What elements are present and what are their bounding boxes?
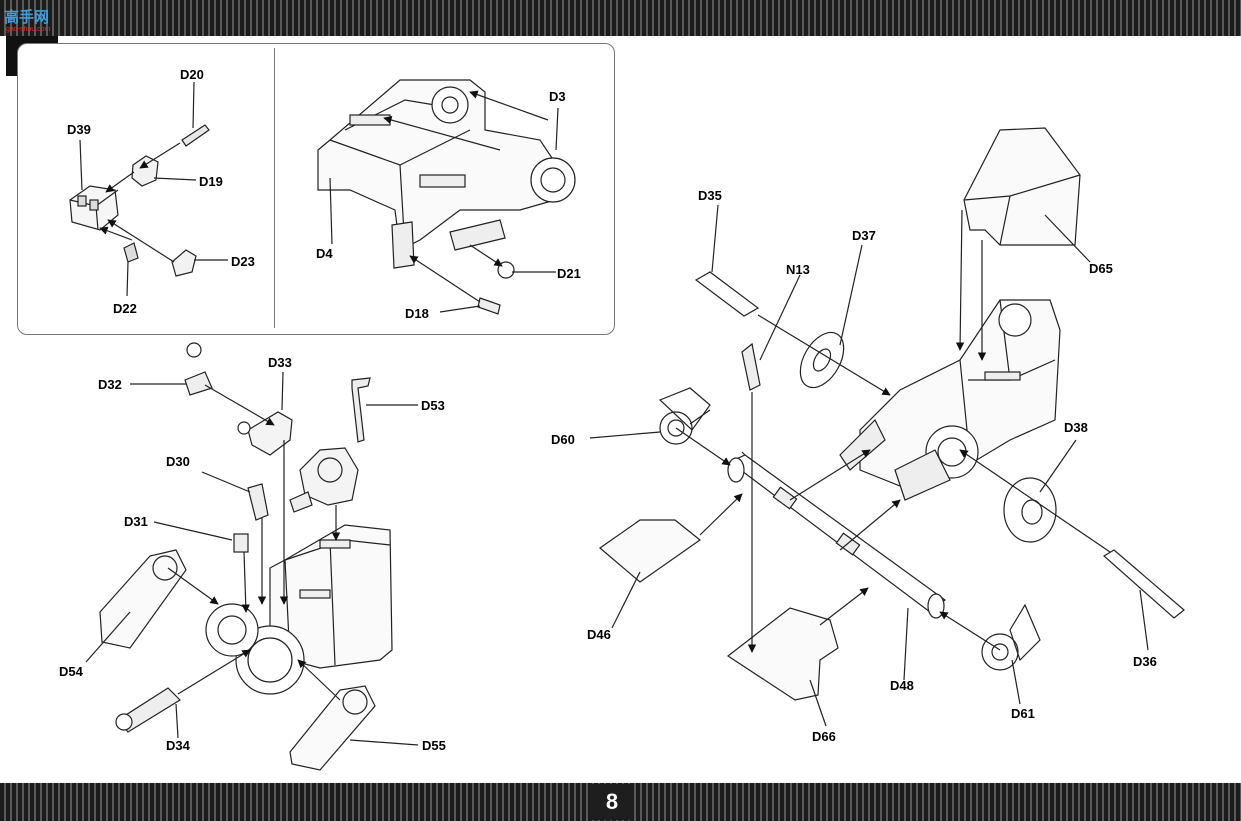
part-D30 [247,483,269,521]
label-D18: D18 [405,306,429,321]
label-N13: N13 [786,262,810,277]
label-D30: D30 [166,454,190,469]
label-D39: D39 [67,122,91,137]
part-D32 [184,371,213,396]
part-D23 [171,249,197,277]
part-hull-assembly [839,299,1061,501]
label-D55: D55 [422,738,446,753]
label-D22: D22 [113,301,137,316]
label-D48: D48 [890,678,914,693]
label-D65: D65 [1089,261,1113,276]
part-D35 [694,271,760,317]
part-transmission-frame [317,79,576,269]
part-D65 [963,127,1081,246]
label-D34: D34 [166,738,190,753]
part-D54 [99,549,187,649]
part-D60 [658,387,711,445]
part-D22 [123,242,139,263]
part-D37 [799,331,845,389]
label-D53: D53 [421,398,445,413]
label-D23: D23 [231,254,255,269]
part-N13 [741,342,761,391]
label-D38: D38 [1064,420,1088,435]
part-D19 [131,155,159,187]
part-D61 [981,603,1041,671]
label-D4: D4 [316,246,333,261]
label-D20: D20 [180,67,204,82]
label-D37: D37 [852,228,876,243]
part-gearbox-assembly [205,524,393,695]
part-D48-axle [727,454,946,619]
detail-divider [274,48,275,328]
label-D3: D3 [549,89,566,104]
label-D21: D21 [557,266,581,281]
part-D53-assembly [289,447,359,513]
part-D66 [726,607,839,701]
header-band [0,0,1241,36]
page-number: 8 [590,784,634,820]
label-D33: D33 [268,355,292,370]
label-D60: D60 [551,432,575,447]
label-D61: D61 [1011,706,1035,721]
label-D66: D66 [812,729,836,744]
label-D46: D46 [587,627,611,642]
part-D53 [351,377,371,443]
part-D36 [1102,549,1185,619]
part-D46 [599,519,702,583]
label-D32: D32 [98,377,122,392]
part-D39-block [69,185,119,231]
label-D35: D35 [698,188,722,203]
label-D36: D36 [1133,654,1157,669]
part-D31 [233,533,249,553]
part-D20 [181,124,210,147]
part-D55 [289,685,376,771]
part-D33 [247,411,293,456]
part-D18 [477,297,501,315]
label-D19: D19 [199,174,223,189]
part-D38 [1003,477,1057,543]
label-D54: D54 [59,664,83,679]
label-D31: D31 [124,514,148,529]
